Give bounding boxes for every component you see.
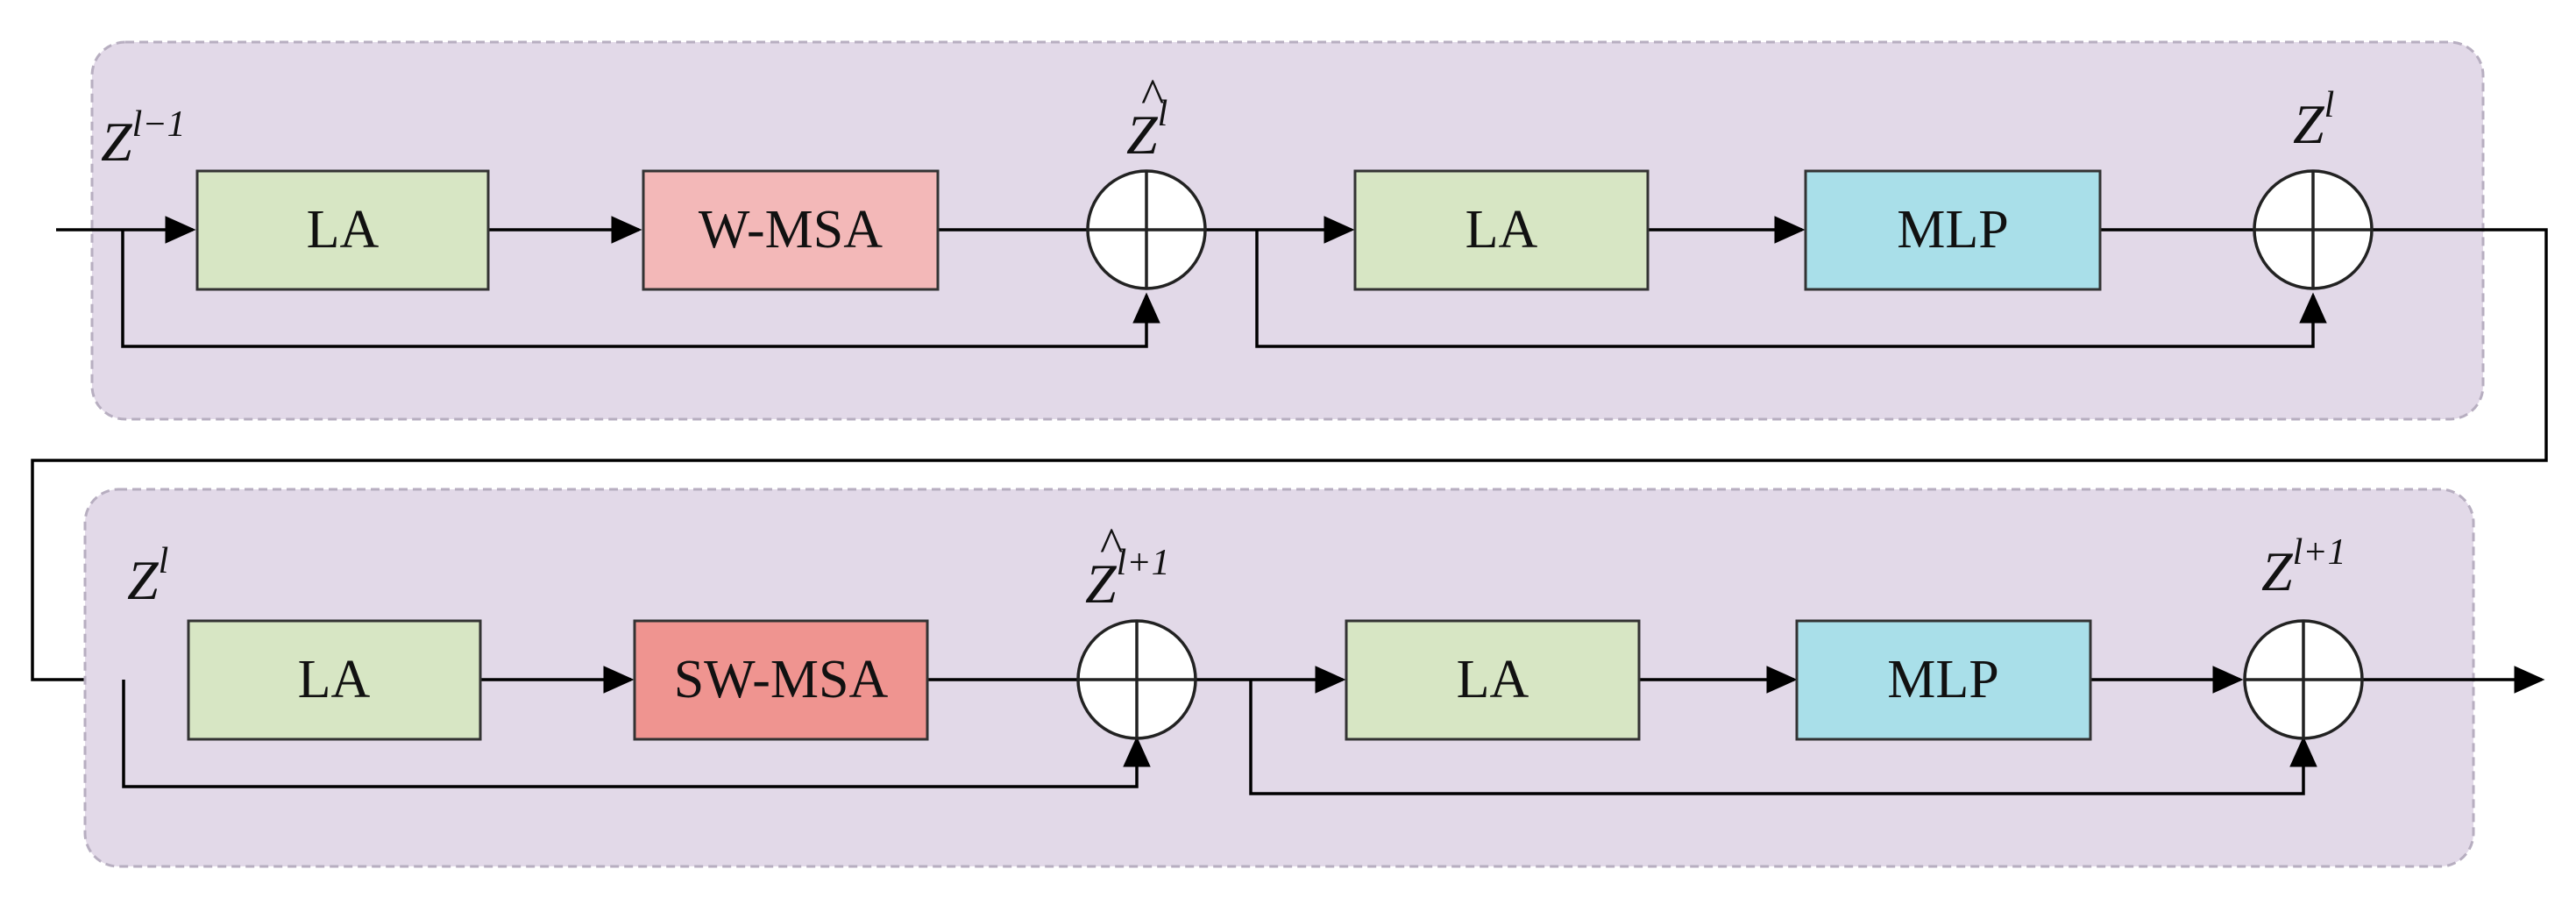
mlp-box-1	[1804, 169, 2102, 291]
output-variable-label-2: Zl+1	[2261, 532, 2346, 602]
w-msa-label: W-MSA	[699, 200, 883, 260]
la-label-4: LA	[1457, 650, 1529, 709]
input-variable-label-2: Zl	[127, 541, 168, 611]
la-label-1: LA	[307, 200, 380, 260]
wire-skip-2	[1255, 230, 2327, 348]
wire-skip-3	[122, 680, 1151, 788]
wire-skip-4	[1249, 680, 2317, 795]
sum-node-3	[1076, 619, 1197, 740]
panel-block-2	[83, 488, 2475, 868]
mlp-box-2	[1795, 619, 2092, 741]
sum-node-2	[2253, 169, 2374, 290]
sum-node-4	[2243, 619, 2364, 740]
wire-skip-1	[121, 230, 1160, 348]
wire-block-connector	[31, 228, 2548, 694]
la-box-3	[187, 619, 482, 741]
svg-text:^: ^	[1141, 69, 1164, 124]
la-label-2: LA	[1465, 200, 1538, 260]
la-box-4	[1345, 619, 1641, 741]
svg-text:^: ^	[1100, 518, 1123, 573]
input-variable-label-1: Zl−1	[101, 104, 186, 173]
la-box-1	[195, 169, 490, 291]
output-variable-label-1: Zl	[2293, 85, 2334, 155]
mlp-label-2: MLP	[1887, 650, 1998, 709]
svg-text:Zl: Zl	[1126, 94, 1167, 166]
z-hat-label-2: ^ Zl+1	[1085, 518, 1170, 615]
mlp-label-1: MLP	[1897, 200, 2008, 260]
z-hat-label-1: ^ Zl	[1126, 69, 1167, 166]
sum-node-1	[1086, 169, 1207, 290]
sw-msa-box	[633, 619, 929, 741]
svg-text:Zl+1: Zl+1	[1085, 543, 1170, 615]
la-box-2	[1353, 169, 1650, 291]
w-msa-box	[642, 169, 940, 291]
la-label-3: LA	[298, 650, 371, 709]
sw-msa-label: SW-MSA	[674, 650, 889, 709]
